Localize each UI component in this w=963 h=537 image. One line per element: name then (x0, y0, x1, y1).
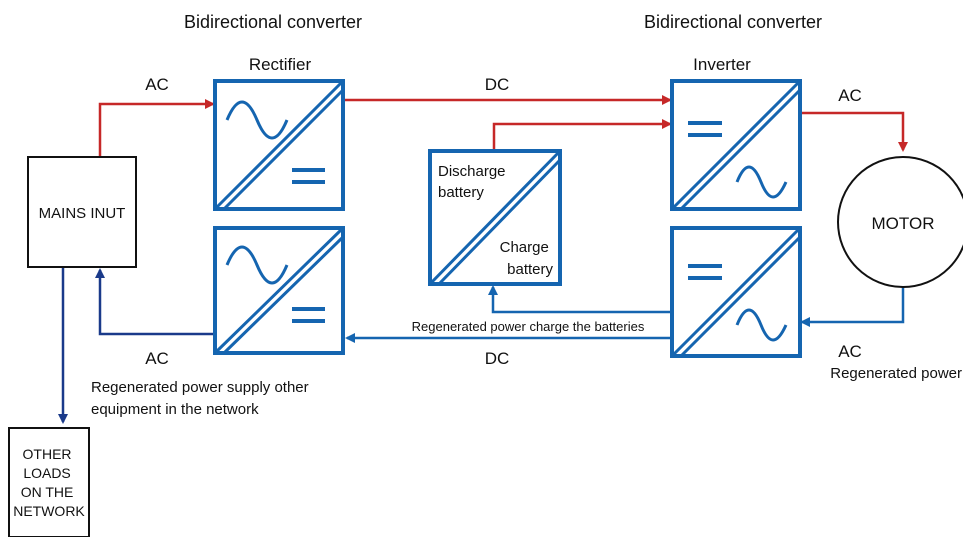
ac-top-right-label: AC (838, 86, 862, 105)
regen-rectifier-block (213, 226, 345, 355)
battery-block: Discharge battery Charge battery (428, 149, 562, 286)
dc-equals-icon (688, 264, 722, 280)
forward-power-flow (98, 95, 908, 157)
battery-charge-arrow (488, 285, 670, 314)
ac-bottom-left-label: AC (145, 349, 169, 368)
regenerated-power-label: Regenerated power (830, 365, 962, 382)
sine-wave-icon (225, 245, 289, 285)
dc-equals-icon (292, 307, 325, 323)
inverter-to-motor-arrow (800, 111, 908, 152)
header-right: Bidirectional converter (644, 12, 822, 32)
dc-equals-icon (292, 168, 325, 184)
regen-inverter-block (670, 226, 802, 358)
other-loads-box (8, 427, 90, 537)
sine-wave-icon (735, 308, 788, 342)
sine-wave-icon (735, 165, 788, 199)
battery-discharge-arrow (492, 119, 672, 150)
mains-to-rectifier-arrow (98, 99, 215, 157)
discharge-battery-label: Discharge battery (438, 163, 510, 201)
mains-input-box (27, 156, 137, 268)
rectifier-block (213, 79, 345, 211)
dc-equals-icon (688, 121, 722, 137)
inverter-label: Inverter (693, 55, 751, 74)
sine-wave-icon (225, 100, 289, 140)
dc-top-label: DC (485, 75, 510, 94)
motor-regen-arrow (800, 285, 905, 327)
rectifier-label: Rectifier (249, 55, 312, 74)
charge-battery-label: Charge battery (500, 239, 554, 278)
motor-circle (837, 156, 963, 288)
regen-supply-label: Regenerated power supply other equipment… (91, 379, 313, 418)
ac-top-left-label: AC (145, 75, 169, 94)
header-left: Bidirectional converter (184, 12, 362, 32)
regenerated-power-flow (58, 268, 905, 424)
dc-bottom-label: DC (485, 349, 510, 368)
ac-bottom-right-label: AC (838, 342, 862, 361)
motor-label: MOTOR (872, 214, 935, 233)
regen-charge-label: Regenerated power charge the batteries (412, 319, 645, 334)
inverter-block (670, 79, 802, 211)
regen-to-mains-arrow (95, 268, 213, 336)
mains-input-label: MAINS INUT (39, 205, 126, 222)
other-loads-label: OTHER LOADS ON THE NETWORK (13, 446, 85, 519)
